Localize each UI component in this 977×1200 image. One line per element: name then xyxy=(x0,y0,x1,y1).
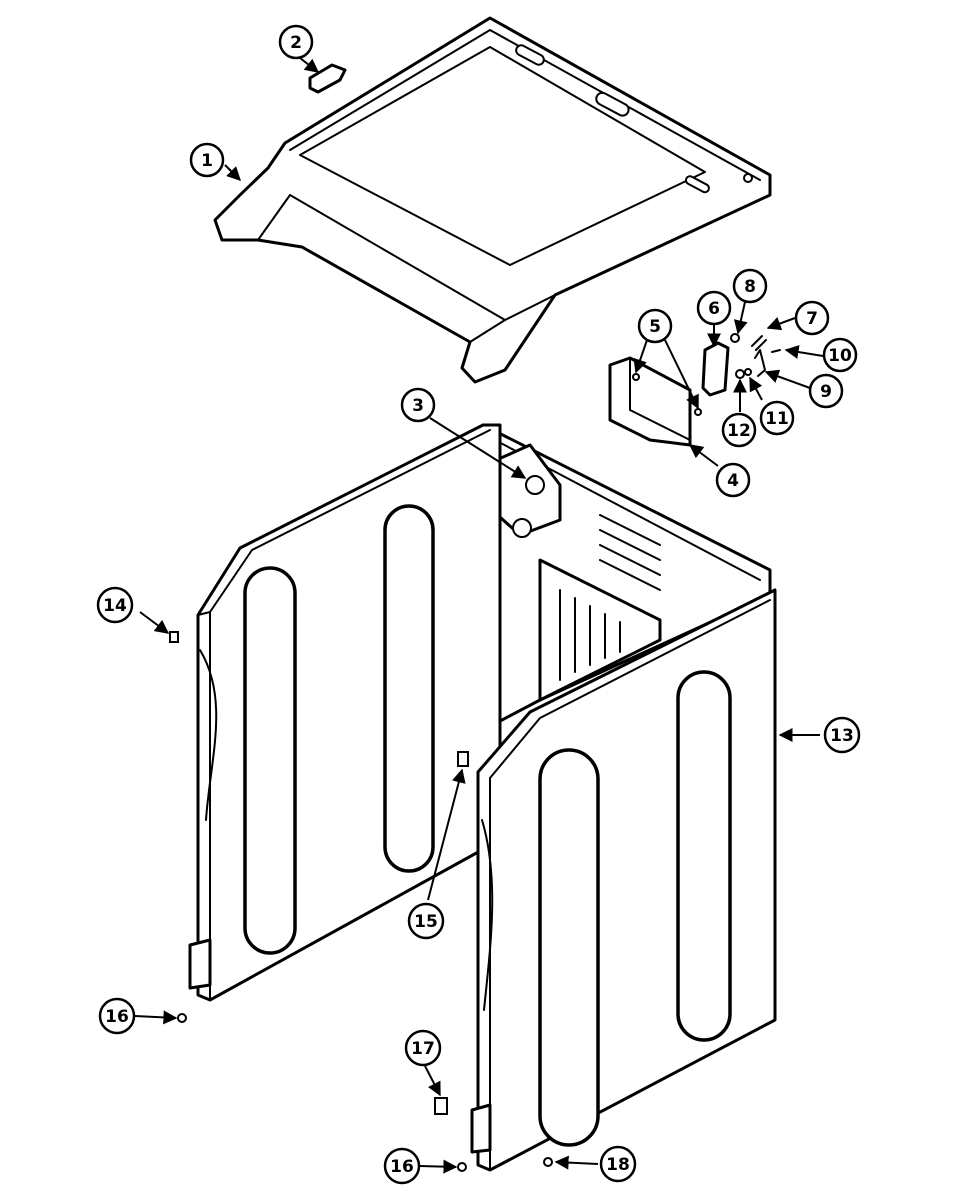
callout-14: 14 xyxy=(96,586,134,624)
callout-label: 1 xyxy=(201,151,213,171)
callout-13: 13 xyxy=(823,716,861,754)
callout-label: 8 xyxy=(744,277,756,297)
callout-12: 12 xyxy=(721,412,757,448)
callout-label: 10 xyxy=(828,346,852,366)
top-panel xyxy=(213,16,772,384)
callout-label: 4 xyxy=(727,471,739,491)
clip xyxy=(308,63,347,94)
screw-16-left xyxy=(177,1013,187,1023)
callout-label: 2 xyxy=(290,33,302,53)
callout-label: 13 xyxy=(830,726,854,746)
callout-label: 5 xyxy=(649,317,661,337)
callout-label: 6 xyxy=(708,299,720,319)
callout-18: 18 xyxy=(599,1145,637,1183)
bracket xyxy=(608,356,692,447)
callout-3: 3 xyxy=(400,387,436,423)
clip-17 xyxy=(434,1097,448,1115)
callout-label: 16 xyxy=(390,1157,414,1177)
callout-5: 5 xyxy=(637,308,673,344)
callout-label: 17 xyxy=(411,1039,435,1059)
callout-label: 12 xyxy=(727,421,751,441)
callout-17: 17 xyxy=(404,1029,442,1067)
callout-label: 7 xyxy=(806,309,818,329)
callout-15: 15 xyxy=(407,902,445,940)
callout-2: 2 xyxy=(278,24,314,60)
callout-10: 10 xyxy=(822,337,858,373)
hardware-items xyxy=(169,373,702,1172)
hinge-assembly xyxy=(701,333,781,397)
screw-5-a xyxy=(632,373,640,381)
leader-lines xyxy=(134,57,824,1174)
screw-16-right xyxy=(457,1162,467,1172)
callout-9: 9 xyxy=(808,373,844,409)
callout-16-left: 16 xyxy=(98,997,136,1035)
callout-1: 1 xyxy=(189,142,225,178)
callout-7: 7 xyxy=(794,300,830,336)
callout-8: 8 xyxy=(732,268,768,304)
callout-label: 16 xyxy=(105,1007,129,1027)
callout-11: 11 xyxy=(759,400,795,436)
callout-6: 6 xyxy=(696,290,732,326)
callout-label: 15 xyxy=(414,912,438,932)
callout-label: 18 xyxy=(606,1155,630,1175)
callout-label: 9 xyxy=(820,382,832,402)
clip-14 xyxy=(169,631,179,643)
screw-5-b xyxy=(694,408,702,416)
callout-16-right: 16 xyxy=(383,1147,421,1185)
cabinet-left-panel xyxy=(188,423,502,1002)
cabinet-right-panel xyxy=(470,588,777,1172)
callout-label: 11 xyxy=(765,409,789,429)
callout-4: 4 xyxy=(715,462,751,498)
screw-18 xyxy=(543,1157,553,1167)
callout-label: 14 xyxy=(103,596,127,616)
callout-label: 3 xyxy=(412,396,424,416)
clip-15 xyxy=(457,751,469,767)
